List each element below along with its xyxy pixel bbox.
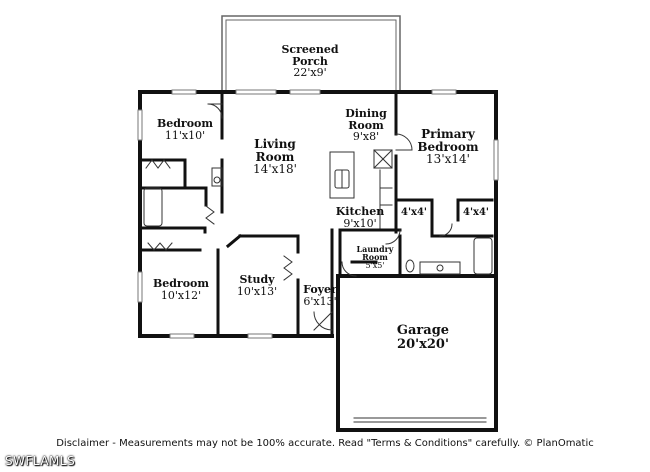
kitchen-label: Kitchen 9'x10' (334, 206, 386, 229)
screened-porch-label: Screened Porch 22'x9' (262, 44, 358, 79)
room-dims: 14'x18' (253, 162, 297, 177)
room-name: Study (239, 273, 275, 286)
room-name: Screened (281, 43, 339, 56)
room-name: Bedroom (156, 117, 214, 130)
interior-walls (138, 90, 494, 338)
room-name: Room (348, 118, 384, 132)
room-dims: 13'x14' (426, 152, 470, 167)
watermark: SWFLAMLS (5, 454, 76, 468)
room-dims: 9'x8' (352, 130, 380, 144)
room-name: Porch (292, 54, 328, 68)
bedroom-top-label: Bedroom 11'x10' (150, 118, 220, 141)
room-name: Living (254, 137, 296, 151)
bedroom-bottom-label: Bedroom 10'x12' (146, 278, 216, 301)
foyer-label: Foyer 6'x13' (300, 284, 340, 307)
room-name: Bedroom (152, 277, 210, 290)
primary-bedroom-label: Primary Bedroom 13'x14' (408, 128, 488, 166)
study-label: Study 10'x13' (226, 274, 288, 297)
screened-porch-outline (221, 15, 401, 93)
windows (137, 89, 499, 339)
closet-b-label: 4'x4' (460, 207, 492, 219)
room-dims: 22'x9' (293, 66, 327, 80)
room-dims: 9'x10' (343, 216, 377, 230)
room-name: Room (362, 252, 388, 263)
room-dims: 11'x10' (164, 128, 206, 142)
laundry-room-label: Laundry Room 5'x5' (352, 245, 398, 270)
fixtures (143, 103, 493, 423)
room-name: Garage (396, 323, 450, 338)
room-name: Laundry (356, 244, 394, 254)
living-room-label: Living Room 14'x18' (240, 138, 310, 176)
room-name: Bedroom (417, 139, 479, 154)
room-name: Foyer (303, 283, 337, 296)
room-dims: 10'x12' (160, 288, 202, 302)
room-name: Dining (345, 107, 387, 120)
dining-room-label: Dining Room 9'x8' (336, 108, 396, 143)
room-dims: 6'x13' (303, 294, 337, 308)
room-name: Primary (421, 127, 475, 141)
room-dims: 4'x4' (462, 207, 489, 218)
room-name: Kitchen (335, 205, 385, 218)
disclaimer-text: Disclaimer - Measurements may not be 100… (56, 438, 594, 449)
room-dims: 5'x5' (365, 260, 385, 270)
garage-label: Garage 20'x20' (378, 324, 468, 351)
room-name: Room (255, 149, 295, 164)
room-dims: 20'x20' (397, 336, 449, 352)
room-dims: 10'x13' (236, 284, 278, 298)
room-dims: 4'x4' (400, 207, 427, 218)
closet-a-label: 4'x4' (398, 207, 430, 219)
